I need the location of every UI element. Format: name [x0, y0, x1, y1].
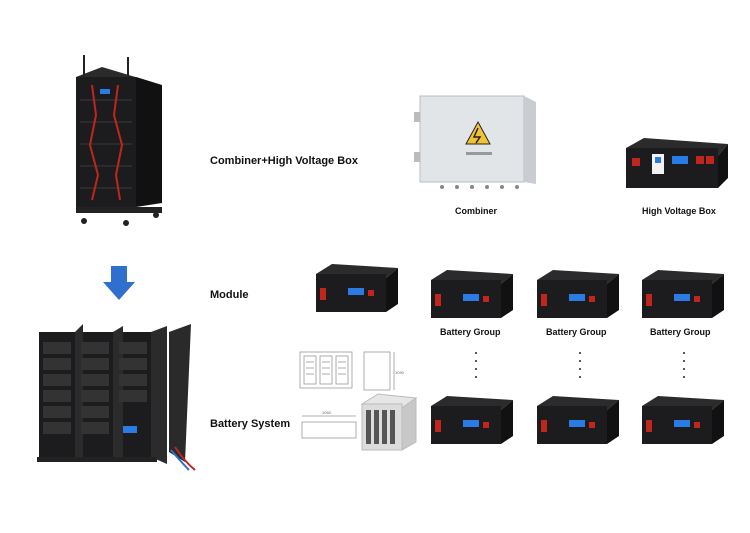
battery-group-module-2 — [537, 270, 619, 318]
drawing-dimension-width: 1060 — [322, 410, 332, 415]
module-label: Module — [210, 289, 249, 301]
battery-group-label-2: Battery Group — [546, 327, 607, 337]
battery-group-label-1: Battery Group — [440, 327, 501, 337]
combiner-box — [414, 95, 536, 189]
high-voltage-box-caption: High Voltage Box — [642, 206, 716, 216]
ellipsis-dots-3 — [682, 352, 686, 384]
battery-system-technical-drawing: 1060 — [299, 351, 357, 439]
battery-group-module-3 — [642, 270, 724, 318]
battery-group-module-5 — [537, 396, 619, 444]
ellipsis-dots-2 — [578, 352, 582, 384]
drawing-dimension-height: 1090 — [395, 370, 405, 375]
battery-module — [316, 264, 398, 312]
battery-group-module-1 — [431, 270, 513, 318]
combiner-caption: Combiner — [455, 206, 498, 216]
battery-rack-cabinet — [76, 55, 162, 226]
battery-cabinet-side-drawing: 1090 — [363, 351, 405, 391]
battery-group-module-4 — [431, 396, 513, 444]
battery-system-cabinets — [37, 324, 196, 471]
battery-cabinet-3d-render — [360, 393, 418, 451]
high-voltage-box — [626, 138, 728, 188]
battery-system-label: Battery System — [210, 418, 291, 430]
ellipsis-dots-1 — [474, 352, 478, 384]
battery-group-label-3: Battery Group — [650, 327, 711, 337]
battery-group-module-6 — [642, 396, 724, 444]
combiner-high-voltage-label: Combiner+High Voltage Box — [210, 155, 359, 167]
down-arrow-icon — [103, 266, 135, 300]
